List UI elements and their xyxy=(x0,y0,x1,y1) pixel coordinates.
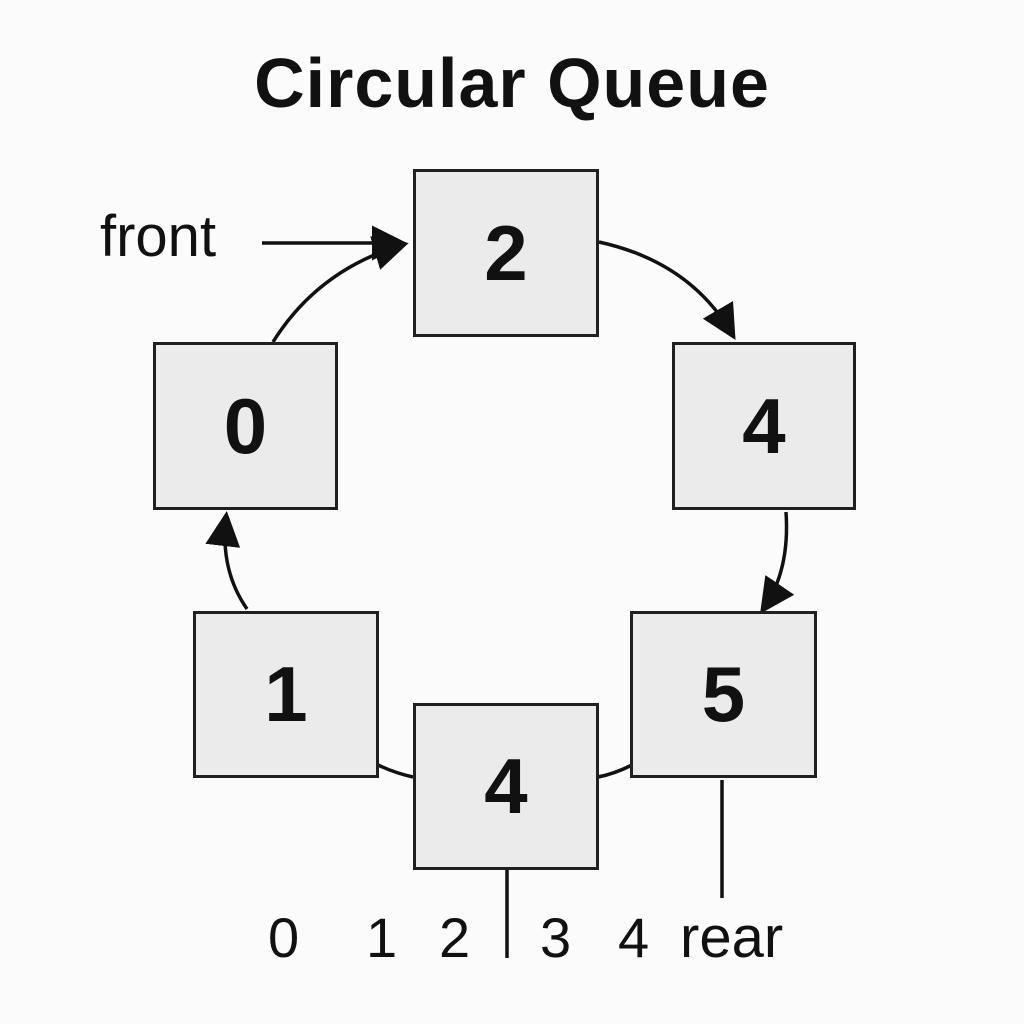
index-label-2: 2 xyxy=(439,906,471,969)
front-label: front xyxy=(100,204,217,269)
queue-cell-lower-right: 5 xyxy=(630,611,817,778)
arrow-top-to-upper-right xyxy=(598,240,736,341)
index-label-3: 3 xyxy=(540,906,572,969)
queue-cell-upper-left: 0 xyxy=(153,342,338,510)
queue-cell-upper-right: 4 xyxy=(672,342,856,510)
diagram-title: Circular Queue xyxy=(254,44,770,122)
connector-lower-right-to-bottom xyxy=(597,763,633,779)
queue-cell-top: 2 xyxy=(413,169,599,337)
rear-label: rear xyxy=(680,905,784,970)
arrow-upper-right-to-lower-right xyxy=(760,511,795,614)
queue-cell-lower-left: 1 xyxy=(193,611,379,778)
index-label-0: 0 xyxy=(268,906,300,969)
index-label-4: 4 xyxy=(618,906,650,969)
connector-bottom-to-lower-left xyxy=(377,763,414,779)
index-label-1: 1 xyxy=(366,906,398,969)
arrow-lower-left-to-upper-left xyxy=(205,511,249,610)
queue-cell-bottom: 4 xyxy=(413,703,599,870)
arrow-upper-left-to-top xyxy=(271,236,409,343)
